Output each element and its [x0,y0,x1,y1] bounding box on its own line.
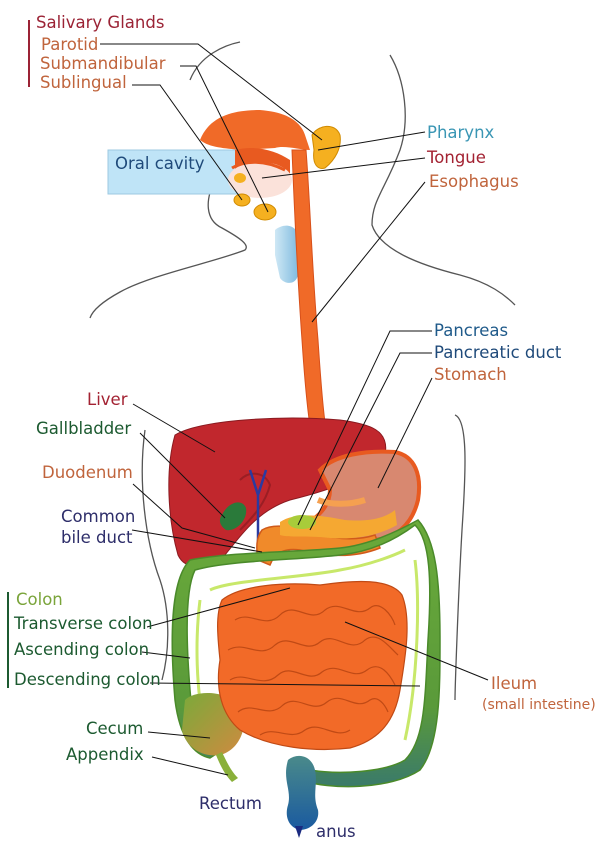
tongue-organ [228,162,292,198]
small-intestine [217,580,408,750]
label-small-intestine: (small intestine) [482,697,596,713]
label-ileum: Ileum [491,674,537,693]
rectum-organ [286,755,319,830]
label-stomach: Stomach [434,365,507,384]
label-pharynx: Pharynx [427,123,495,142]
leader-lines [100,43,489,776]
label-ascending-colon: Ascending colon [14,640,149,659]
gallbladder-organ [219,502,247,531]
oral-cavity-box [107,149,251,195]
labels: Salivary Glands Parotid Submandibular Su… [13,13,596,841]
intestine-folds [227,605,399,736]
parotid-gland [311,125,341,169]
label-tongue: Tongue [426,148,486,167]
label-esophagus: Esophagus [429,172,519,191]
label-gallbladder: Gallbladder [36,419,131,438]
label-rectum: Rectum [199,794,262,813]
label-oral-cavity: Oral cavity [115,154,205,173]
label-anus: anus [316,822,356,841]
label-appendix: Appendix [66,745,144,764]
body-outline [89,41,516,701]
label-bile-duct: bile duct [61,528,133,547]
label-liver: Liver [87,390,128,409]
label-salivary-glands: Salivary Glands [36,13,164,32]
label-sublingual: Sublingual [40,73,127,92]
label-descending-colon: Descending colon [14,670,161,689]
submandibular-gland [253,203,277,221]
trachea [275,225,300,283]
label-parotid: Parotid [41,35,98,54]
label-pancreatic-duct: Pancreatic duct [434,343,562,362]
mouth-organs [200,110,341,283]
appendix-organ [216,752,238,782]
label-common: Common [61,507,135,526]
label-pancreas: Pancreas [434,321,508,340]
label-submandibular: Submandibular [40,54,166,73]
label-transverse-colon: Transverse colon [13,614,153,633]
upper-pharynx [200,110,310,150]
label-colon: Colon [16,590,63,609]
label-cecum: Cecum [86,719,143,738]
label-duodenum: Duodenum [42,463,133,482]
